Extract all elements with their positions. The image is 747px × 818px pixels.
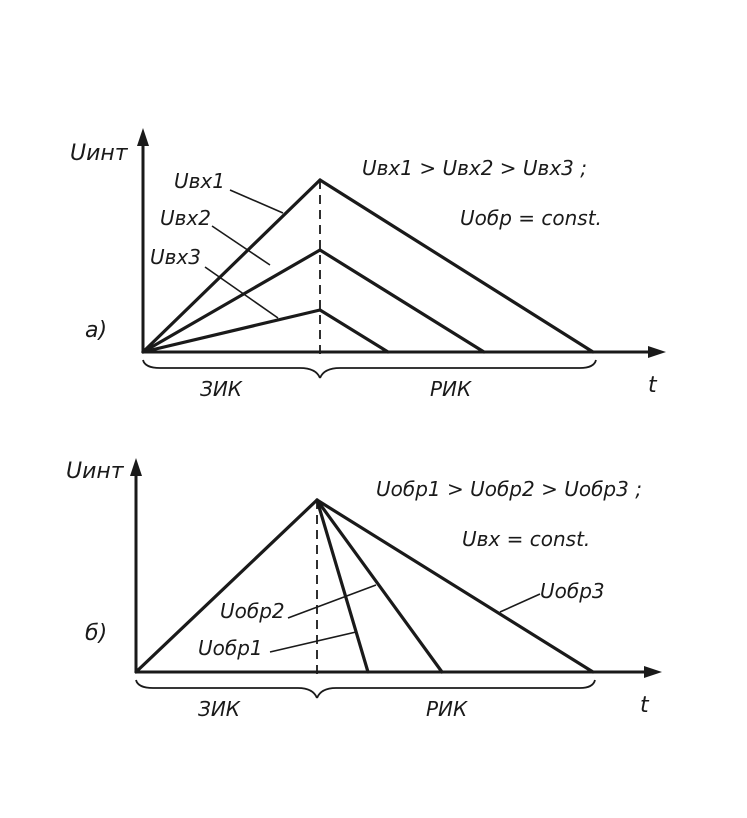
panel-a-ramp-down-3 — [318, 308, 390, 354]
panel-b-brace-rik-line — [316, 679, 596, 699]
panel-b-ramp-down-3 — [315, 498, 595, 674]
panel-b-curve-label-obr1: Uобр1 — [198, 636, 263, 660]
panel-b-phase-label-zik: ЗИК — [198, 697, 241, 721]
panel-b-curve-label-obr2: Uобр2 — [220, 599, 285, 623]
panel-b: Uинт t б) Uобр2 Uобр1 Uобр3 Uобр1 > Uобр… — [66, 458, 662, 721]
panel-a-leader-3 — [204, 266, 279, 319]
panel-a-curve-label-3: Uвх3 — [150, 245, 201, 269]
panel-b-y-axis-label: Uинт — [66, 459, 125, 484]
panel-b-curve-label-obr3: Uобр3 — [540, 579, 605, 603]
panel-a-condition-2: Uобр = const. — [460, 206, 602, 230]
panel-b-leader-obr1 — [269, 631, 357, 653]
panel-a-brace-rik-line — [319, 359, 597, 379]
panel-a-ramp-down-2 — [318, 248, 486, 354]
panel-b-y-arrow — [130, 458, 142, 476]
panel-a-condition-1: Uвх1 > Uвх2 > Uвх3 ; — [362, 156, 587, 180]
panel-b-ramp-down-2 — [315, 498, 444, 674]
panel-a-curve-label-2: Uвх2 — [160, 206, 211, 230]
panel-b-condition-2: Uвх = const. — [462, 527, 590, 551]
panel-b-brace-zik-line — [135, 679, 318, 699]
panel-a-x-axis-label: t — [648, 373, 658, 398]
panel-a-phase-label-rik: РИК — [430, 377, 472, 401]
panel-b-label: б) — [85, 621, 107, 646]
panel-b-leader-obr2 — [287, 584, 377, 619]
panel-a-curve-label-1: Uвх1 — [174, 169, 225, 193]
panel-b-ramp-down-1 — [315, 498, 370, 674]
panel-b-phase-label-rik: РИК — [426, 697, 468, 721]
panel-b-x-arrow — [644, 666, 662, 678]
panel-b-ramp-up — [134, 498, 319, 674]
panel-a-leader-1 — [229, 189, 284, 214]
panel-a-phase-label-zik: ЗИК — [200, 377, 243, 401]
panel-a-y-arrow — [137, 128, 149, 146]
panel-a-ramp-down-1 — [318, 178, 595, 354]
panel-a-ramp-up-2 — [141, 248, 322, 354]
panel-b-leader-obr3 — [499, 593, 541, 613]
panel-a-x-arrow — [648, 346, 666, 358]
panel-a-leader-2 — [211, 225, 271, 266]
panel-a-brace-zik-line — [142, 359, 321, 379]
panel-a-ramp-up-3 — [141, 308, 322, 354]
panel-a: Uинт t а) Uвх1 Uвх2 Uвх3 Uвх1 > Uвх2 > U… — [70, 128, 666, 401]
panel-a-label: а) — [85, 318, 107, 343]
panel-a-y-axis-label: Uинт — [70, 141, 129, 166]
panel-b-condition-1: Uобр1 > Uобр2 > Uобр3 ; — [376, 477, 642, 501]
panel-a-ramp-up-1 — [141, 178, 322, 354]
panel-b-x-axis-label: t — [640, 693, 650, 718]
